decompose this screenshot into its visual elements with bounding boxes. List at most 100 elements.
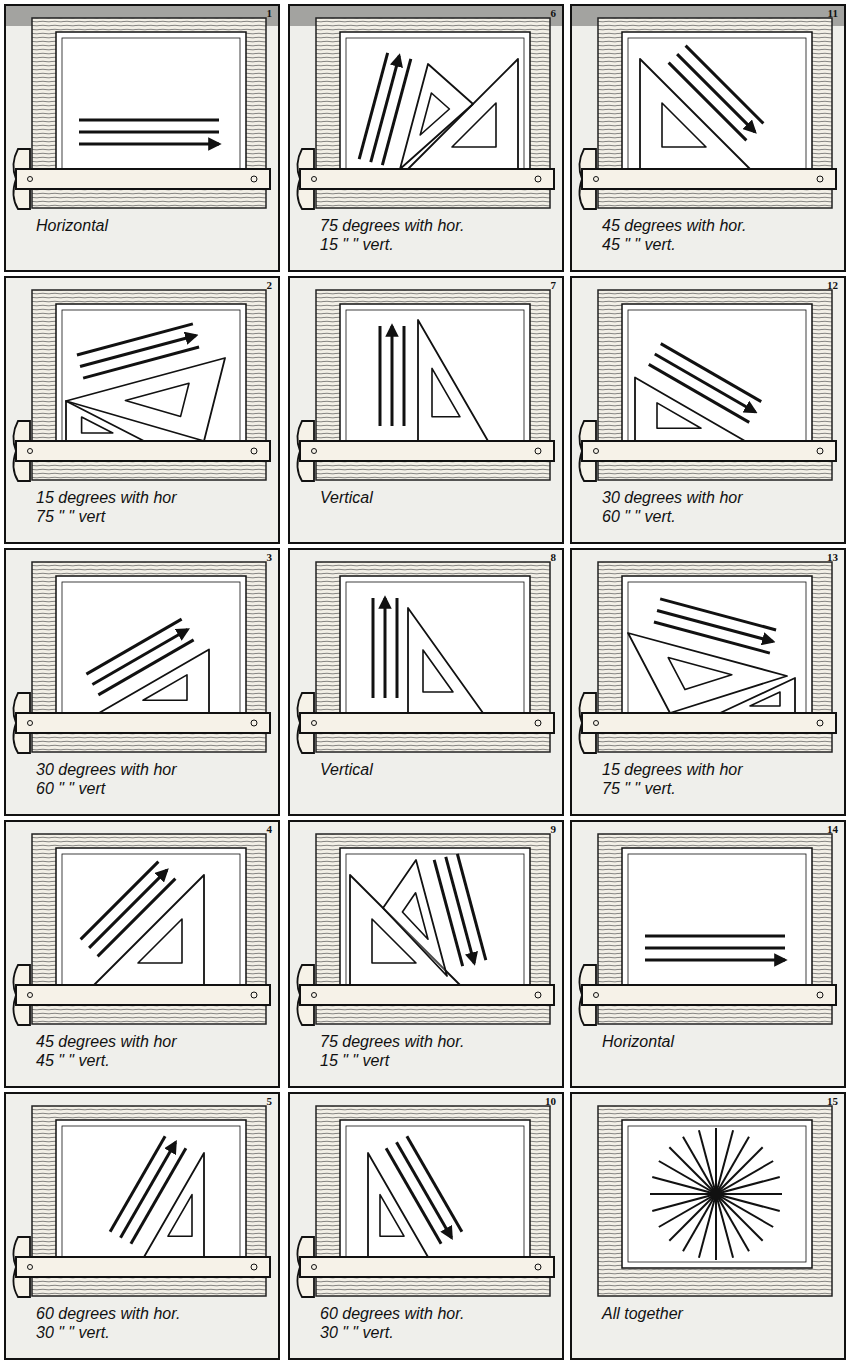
drawing-panel: 330 degrees with hor 60 " " vert [4,548,280,816]
panel-drawing [570,1092,846,1360]
panel-caption: 75 degrees with hor. 15 " " vert [320,1032,475,1070]
blade-hole [312,1265,317,1270]
blade-hole [251,992,257,998]
blade-hole [594,721,599,726]
paper-border [62,38,240,174]
paper-border [346,38,524,174]
panel-number: 11 [828,7,838,19]
panel-drawing [4,276,280,544]
panel-ground [288,820,564,1088]
blade-hole [28,1265,33,1270]
t-square-blade [300,985,554,1005]
paper-sheet [622,32,812,180]
paper-sheet [56,1120,246,1268]
blade-hole [817,720,823,726]
paper-border [346,582,524,718]
panel-drawing [288,820,564,1088]
panel-caption: Horizontal [36,216,191,235]
panel-drawing [4,4,280,272]
paper-sheet [622,848,812,996]
drawn-line [79,131,219,134]
t-square-blade [582,441,836,461]
paper-sheet [340,304,530,452]
blade-hole [594,177,599,182]
drawing-panel: 15All together [570,1092,846,1360]
set-square [66,358,225,441]
set-square-cutout [82,417,113,433]
blade-hole [28,993,33,998]
blade-hole [312,993,317,998]
drawn-line [372,598,375,698]
panel-ground [288,276,564,544]
drawn-line [699,1130,733,1258]
drawn-line [654,622,770,653]
panel-drawing [570,276,846,544]
set-square-cutout [402,893,428,939]
drawn-line [661,344,761,402]
blade-hole [251,1264,257,1270]
drawn-line [98,640,193,695]
paper-border [346,1126,524,1262]
paper-sheet [56,32,246,180]
drawn-line [86,619,181,674]
panel-caption: Horizontal [602,1032,757,1051]
set-square-cutout [750,692,780,706]
drawing-panel: 8Vertical [288,548,564,816]
blade-hole [535,992,541,998]
panel-ground [288,548,564,816]
set-square-cutout [420,93,449,135]
drawing-panel: 560 degrees with hor. 30 " " vert. [4,1092,280,1360]
set-square-cutout [668,658,732,690]
panel-drawing [288,548,564,816]
drawn-line [683,1137,749,1251]
set-square [640,59,750,169]
panel-caption: All together [602,1304,757,1323]
drawn-line [669,63,747,141]
drawing-panel: 975 degrees with hor. 15 " " vert [288,820,564,1088]
drawn-line [407,1136,462,1231]
t-square-blade [16,1257,270,1277]
panel-ground [4,4,280,272]
set-square [99,650,209,714]
drawn-line [686,46,764,124]
drawing-panel: 14Horizontal [570,820,846,1088]
t-square-blade [582,985,836,1005]
panel-caption: 45 degrees with hor. 45 " " vert. [602,216,757,254]
panel-number: 10 [545,1095,556,1107]
blade-hole [817,448,823,454]
set-square-cutout [423,650,453,692]
paper-sheet [340,848,530,996]
blade-hole [817,992,823,998]
drawn-line [645,947,785,950]
panel-caption: 60 degrees with hor. 30 " " vert. [36,1304,191,1342]
panel-drawing [570,820,846,1088]
panel-ground [570,4,846,272]
blade-hole [251,176,257,182]
panel-ground [4,276,280,544]
paper-border [628,310,806,446]
t-square-blade [300,169,554,189]
blade-hole [535,448,541,454]
panel-ground [570,276,846,544]
blade-hole [28,177,33,182]
drawing-panel: 1060 degrees with hor. 30 " " vert. [288,1092,564,1360]
panel-drawing [4,548,280,816]
panel-number: 15 [827,1095,838,1107]
set-square-cutout [432,368,460,416]
panel-number: 8 [551,551,557,563]
drawing-panel: 1315 degrees with hor 75 " " vert. [570,548,846,816]
panel-ground [288,1092,564,1360]
paper-sheet [340,576,530,724]
drawn-line [669,1147,762,1240]
panel-caption: Vertical [320,488,475,507]
drawn-line [371,56,399,162]
drawn-line [391,326,394,426]
blade-hole [817,176,823,182]
drawn-line [645,935,785,938]
panel-drawing [4,820,280,1088]
blade-hole [28,721,33,726]
blade-hole [535,1264,541,1270]
drawn-line [446,857,474,963]
blade-hole [535,720,541,726]
